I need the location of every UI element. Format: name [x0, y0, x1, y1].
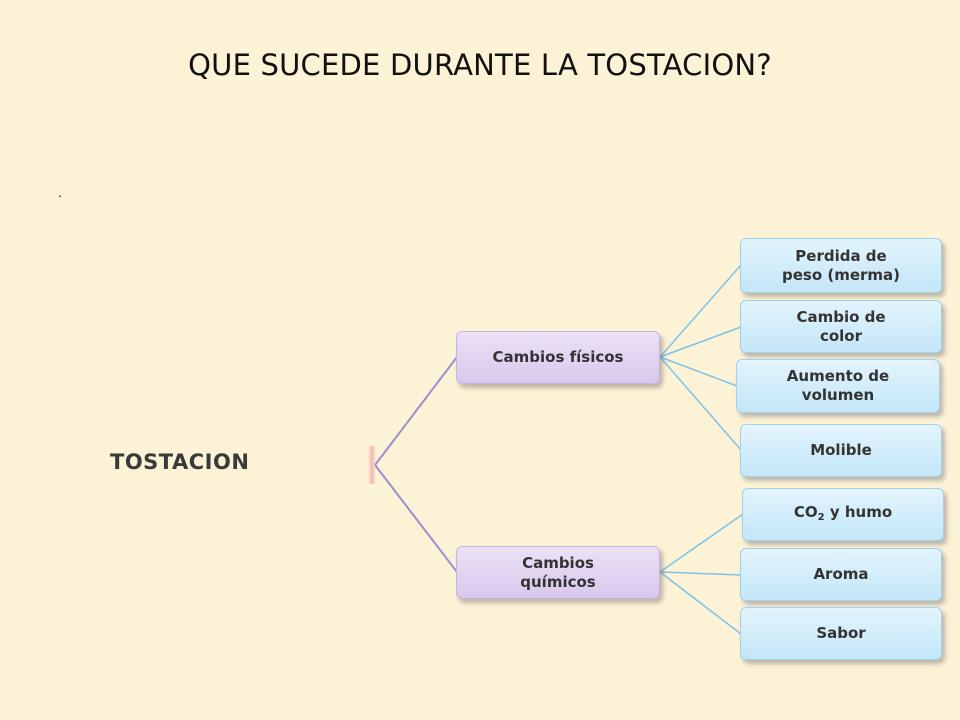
node-aumento-de-volumen-line1: Aumento de — [786, 367, 890, 385]
node-molible: Molible — [740, 424, 942, 477]
node-cambio-de-color: Cambio de color — [740, 300, 942, 353]
node-sabor: Sabor — [740, 607, 942, 660]
connector-fisicos-volumen — [659, 356, 738, 387]
bullet-dot: . — [58, 184, 62, 200]
node-cambios-fisicos-label: Cambios físicos — [492, 348, 624, 366]
connector-quimicos-co2 — [659, 513, 744, 573]
node-perdida-de-peso: Perdida de peso (merma) — [740, 238, 942, 293]
node-cambios-quimicos: Cambios químicos — [456, 546, 660, 599]
connector-fisicos-molible — [659, 356, 742, 451]
connector-quimicos-sabor — [659, 571, 742, 635]
node-cambio-de-color-line1: Cambio de — [796, 307, 886, 326]
node-co2-y-humo: CO2 y humo — [742, 488, 944, 541]
connector-fisicos-merma — [659, 264, 742, 358]
connector-root-fisicos — [374, 356, 458, 466]
node-aumento-de-volumen-line2: volumen — [801, 386, 875, 404]
node-perdida-de-peso-line1: Perdida de — [795, 246, 887, 265]
connector-fisicos-color — [659, 326, 742, 358]
connector-root-quimicos — [374, 464, 458, 573]
node-aroma: Aroma — [740, 548, 942, 601]
node-aroma-label: Aroma — [813, 565, 869, 583]
node-cambio-de-color-line2: color — [819, 326, 863, 345]
root-connector-marker — [368, 446, 376, 484]
node-perdida-de-peso-line2: peso (merma) — [781, 265, 901, 284]
slide-title: QUE SUCEDE DURANTE LA TOSTACION? — [188, 48, 772, 82]
connector-quimicos-aroma — [659, 571, 742, 576]
node-aumento-de-volumen: Aumento de volumen — [736, 359, 940, 413]
node-cambios-quimicos-line2: químicos — [520, 572, 596, 591]
node-sabor-label: Sabor — [816, 624, 866, 642]
node-cambios-fisicos: Cambios físicos — [456, 331, 660, 384]
root-node-tostacion: TOSTACION — [110, 450, 250, 474]
node-molible-label: Molible — [810, 441, 872, 459]
node-co2-y-humo-label: CO2 y humo — [793, 502, 893, 523]
node-cambios-quimicos-line1: Cambios — [522, 553, 594, 572]
